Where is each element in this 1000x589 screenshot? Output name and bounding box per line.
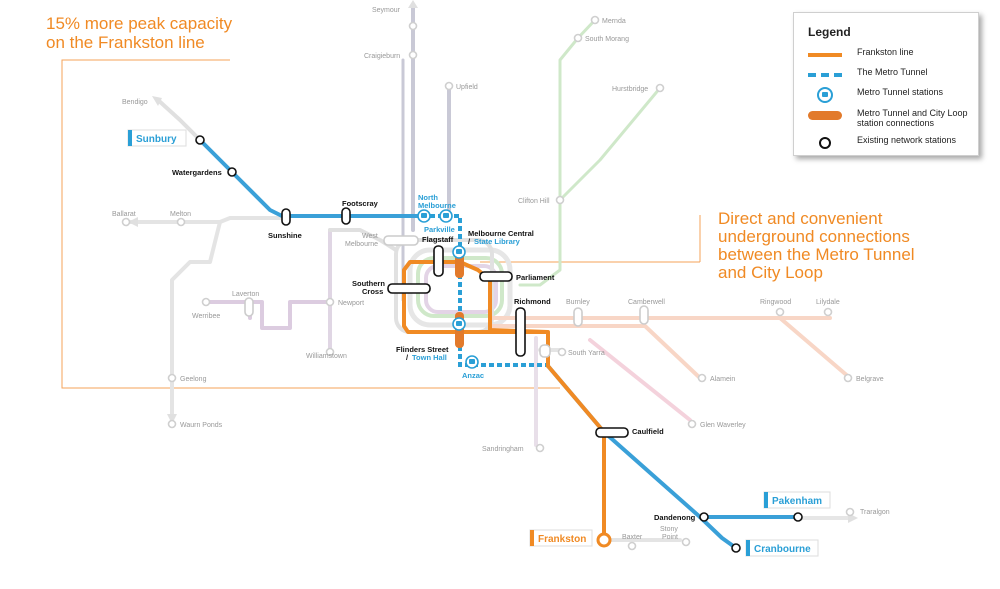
southern-cross-label-2: Cross bbox=[362, 287, 383, 296]
southern-cross-label-1: Southern bbox=[352, 279, 385, 288]
legend-label: Existing network stations bbox=[857, 135, 957, 145]
dandenong-label: Dandenong bbox=[654, 513, 696, 522]
station-rings bbox=[195, 135, 803, 553]
frankston-terminal-ring bbox=[596, 532, 612, 548]
williamstown-label: Williamstown bbox=[306, 353, 347, 360]
camberwell-label: Camberwell bbox=[628, 299, 665, 306]
traralgon-label: Traralgon bbox=[860, 509, 890, 516]
orange-bar-icon bbox=[808, 106, 842, 126]
legend-item-connections: Metro Tunnel and City Loop station conne… bbox=[794, 106, 978, 132]
hurstbridge-label: Hurstbridge bbox=[612, 86, 648, 93]
upfield-label: Upfield bbox=[456, 84, 478, 91]
parkville-label: Parkville bbox=[424, 225, 455, 234]
south-yarra-label: South Yarra bbox=[568, 350, 605, 357]
state-library-label: State Library bbox=[474, 237, 521, 246]
legend-item-metro-stations: Metro Tunnel stations bbox=[794, 85, 978, 105]
legend-label: Metro Tunnel and City Loop station conne… bbox=[857, 108, 968, 128]
alamein-label: Alamein bbox=[710, 376, 735, 383]
metro-station-icons bbox=[417, 209, 479, 369]
stony-point-label-2: Point bbox=[662, 534, 678, 541]
callout-right-line-1: Direct and convenient bbox=[718, 209, 883, 228]
station-ring-icon bbox=[808, 133, 842, 153]
sunbury-cranbourne-pakenham-line bbox=[198, 138, 800, 550]
waurn-ponds-label: Waurn Ponds bbox=[180, 422, 223, 429]
legend-label: Frankston line bbox=[857, 47, 914, 57]
flinders-street-label: Flinders Street bbox=[396, 345, 449, 354]
glen-waverley-label: Glen Waverley bbox=[700, 422, 746, 429]
blue-dashed-line-icon bbox=[808, 65, 842, 85]
ballarat-label: Ballarat bbox=[112, 211, 136, 218]
north-melbourne-label-2: Melbourne bbox=[418, 201, 456, 210]
legend-label: Metro Tunnel stations bbox=[857, 87, 944, 97]
lilydale-label: Lilydale bbox=[816, 299, 840, 306]
sunbury-label: Sunbury bbox=[136, 134, 177, 145]
burnley-label: Burnley bbox=[566, 299, 590, 306]
frankston-capacity-callout: 15% more peak capacity on the Frankston … bbox=[46, 14, 232, 52]
slash-1: / bbox=[468, 237, 471, 246]
legend-item-existing-stations: Existing network stations bbox=[794, 133, 978, 153]
seymour-label: Seymour bbox=[372, 7, 401, 14]
faded-station-rings bbox=[121, 15, 855, 551]
parliament-label: Parliament bbox=[516, 273, 555, 282]
west-melbourne-label-1: West bbox=[362, 233, 378, 240]
mernda-label: Mernda bbox=[602, 18, 626, 25]
watergardens-label: Watergardens bbox=[172, 168, 222, 177]
interchange-pills bbox=[281, 207, 629, 438]
belgrave-label: Belgrave bbox=[856, 376, 884, 383]
werribee-label: Werribee bbox=[192, 313, 220, 320]
north-melbourne-label-1: North bbox=[418, 193, 438, 202]
callout-bracket-left bbox=[61, 59, 560, 389]
metro-tunnel-line bbox=[430, 214, 548, 367]
footscray-label: Footscray bbox=[342, 199, 379, 208]
melbourne-central-label: Melbourne Central bbox=[468, 229, 534, 238]
callout-right-line-3: between the Metro Tunnel bbox=[718, 245, 915, 264]
network-labels: Seymour Craigieburn Upfield Mernda South… bbox=[112, 7, 890, 541]
west-melbourne-label-2: Melbourne bbox=[345, 241, 378, 248]
frankston-label: Frankston bbox=[538, 534, 586, 545]
laverton-label: Laverton bbox=[232, 291, 259, 298]
richmond-label: Richmond bbox=[514, 297, 551, 306]
cranbourne-label: Cranbourne bbox=[754, 544, 811, 555]
bendigo-label: Bendigo bbox=[122, 99, 148, 106]
clifton-hill-label: Clifton Hill bbox=[518, 198, 550, 205]
sunshine-label: Sunshine bbox=[268, 231, 302, 240]
callout-left-line-2: on the Frankston line bbox=[46, 33, 205, 52]
stony-point-label-1: Stony bbox=[660, 526, 678, 533]
terminal-badges bbox=[127, 129, 831, 557]
flagstaff-label: Flagstaff bbox=[422, 235, 454, 244]
south-morang-label: South Morang bbox=[585, 36, 629, 43]
geelong-label: Geelong bbox=[180, 376, 207, 383]
caulfield-label: Caulfield bbox=[632, 427, 664, 436]
callout-left-line-1: 15% more peak capacity bbox=[46, 14, 233, 33]
craigieburn-label: Craigieburn bbox=[364, 53, 400, 60]
legend-title: Legend bbox=[808, 25, 851, 39]
legend-label: The Metro Tunnel bbox=[857, 67, 928, 77]
connections-callout: Direct and convenient underground connec… bbox=[718, 210, 915, 282]
slash-2: / bbox=[406, 353, 409, 362]
baxter-label: Baxter bbox=[622, 534, 643, 541]
orange-line-icon bbox=[808, 45, 842, 65]
sandringham-label: Sandringham bbox=[482, 446, 524, 453]
anzac-label: Anzac bbox=[462, 371, 484, 380]
legend-item-metro-tunnel: The Metro Tunnel bbox=[794, 65, 978, 85]
legend-item-frankston: Frankston line bbox=[794, 45, 978, 65]
newport-label: Newport bbox=[338, 300, 364, 307]
faded-pills bbox=[244, 235, 649, 358]
legend: Legend Frankston line The Metro Tunnel M… bbox=[793, 12, 979, 156]
ringwood-label: Ringwood bbox=[760, 299, 791, 306]
melton-label: Melton bbox=[170, 211, 191, 218]
metro-station-icon bbox=[808, 85, 842, 105]
callout-right-line-2: underground connections bbox=[718, 227, 910, 246]
town-hall-label: Town Hall bbox=[412, 353, 447, 362]
callout-right-line-4: and City Loop bbox=[718, 263, 823, 282]
pakenham-label: Pakenham bbox=[772, 496, 822, 507]
